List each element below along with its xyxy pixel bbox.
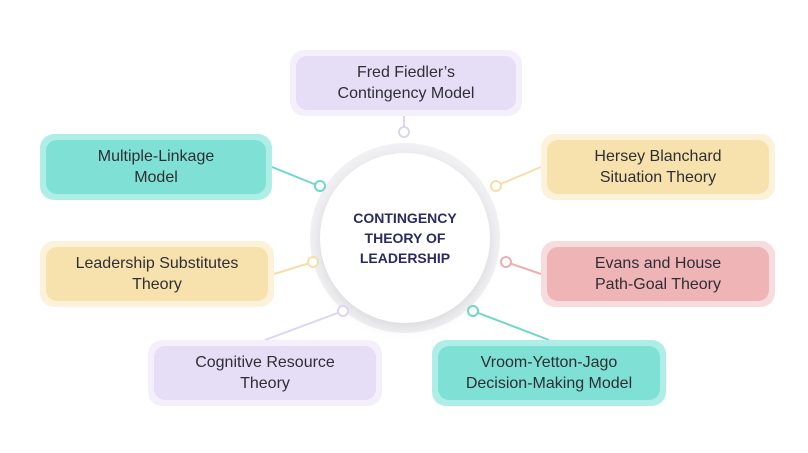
connector-dot-cognitive-resource [337, 305, 349, 317]
connector-line-evans-house [505, 261, 542, 275]
node-vroom-yetton-jago: Vroom-Yetton-Jago Decision-Making Model [432, 340, 666, 406]
node-fiedler: Fred Fiedler’s Contingency Model [290, 50, 522, 116]
node-cognitive-resource-label: Cognitive Resource Theory [154, 346, 376, 400]
center-title: CONTINGENCY THEORY OF LEADERSHIP [353, 210, 457, 266]
node-multiple-linkage-label: Multiple-Linkage Model [46, 140, 266, 194]
node-multiple-linkage: Multiple-Linkage Model [40, 134, 272, 200]
connector-dot-fiedler [398, 126, 410, 138]
node-cognitive-resource: Cognitive Resource Theory [148, 340, 382, 406]
connector-dot-multiple-linkage [314, 180, 326, 192]
connector-dot-leadership-substitutes [307, 256, 319, 268]
connector-line-hersey-blanchard [495, 166, 542, 187]
node-hersey-blanchard: Hersey Blanchard Situation Theory [541, 134, 775, 200]
node-leadership-substitutes-label: Leadership Substitutes Theory [46, 247, 268, 301]
connector-dot-vroom-yetton-jago [467, 305, 479, 317]
connector-dot-hersey-blanchard [490, 180, 502, 192]
connector-line-multiple-linkage [271, 166, 320, 187]
connector-line-cognitive-resource [264, 310, 344, 341]
node-vroom-yetton-jago-label: Vroom-Yetton-Jago Decision-Making Model [438, 346, 660, 400]
connector-line-leadership-substitutes [273, 261, 314, 275]
connector-line-vroom-yetton-jago [472, 310, 550, 341]
center-circle: CONTINGENCY THEORY OF LEADERSHIP [320, 153, 490, 323]
node-leadership-substitutes: Leadership Substitutes Theory [40, 241, 274, 307]
node-fiedler-label: Fred Fiedler’s Contingency Model [296, 56, 516, 110]
node-evans-house: Evans and House Path-Goal Theory [541, 241, 775, 307]
node-evans-house-label: Evans and House Path-Goal Theory [547, 247, 769, 301]
node-hersey-blanchard-label: Hersey Blanchard Situation Theory [547, 140, 769, 194]
connector-dot-evans-house [500, 256, 512, 268]
